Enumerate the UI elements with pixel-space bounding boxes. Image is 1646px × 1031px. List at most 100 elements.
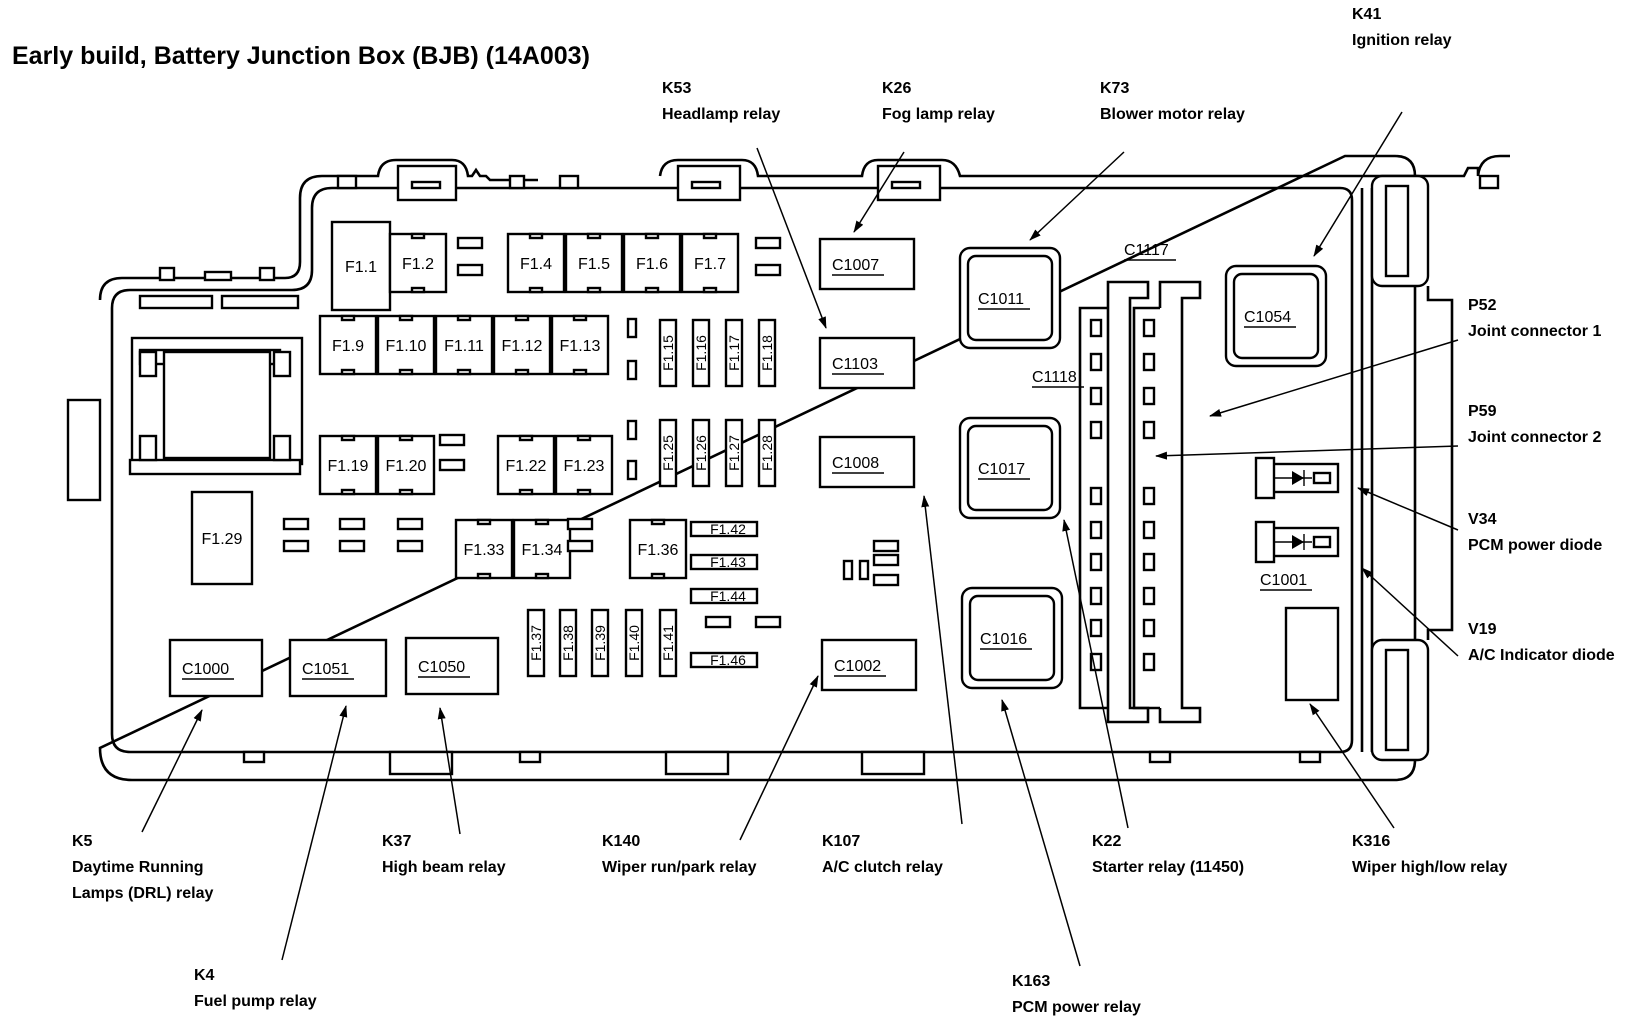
leader-arrow <box>141 709 203 833</box>
callout-code: K107 <box>822 833 860 850</box>
fuse-F1-26[interactable]: F1.26 <box>691 418 711 488</box>
fuse-F1-27[interactable]: F1.27 <box>724 418 744 488</box>
fuse-F1-12[interactable]: F1.12 <box>492 314 552 376</box>
fuse-F1-41[interactable]: F1.41 <box>658 608 678 678</box>
terminal-slot <box>396 539 424 553</box>
connector-label: C1007 <box>832 257 879 274</box>
connector-C1007[interactable]: C1007 <box>818 237 916 291</box>
connector-C1002[interactable]: C1002 <box>820 638 918 692</box>
callout-description: Wiper run/park relay <box>602 859 757 876</box>
terminal-slot <box>872 573 900 587</box>
callout-description: Joint connector 2 <box>1468 429 1601 446</box>
fuse-F1-18[interactable]: F1.18 <box>757 318 777 388</box>
fuse-F1-42[interactable]: F1.42 <box>689 520 759 538</box>
fuse-F1-19[interactable]: F1.19 <box>318 434 378 496</box>
connector-C1001[interactable]: C1001 <box>1260 572 1312 591</box>
connector-C1054[interactable]: C1054 <box>1224 264 1328 368</box>
fuse-F1-9[interactable]: F1.9 <box>318 314 378 376</box>
fuse-F1-40[interactable]: F1.40 <box>624 608 644 678</box>
connector-C1050[interactable]: C1050 <box>404 636 500 696</box>
fuse-label: F1.1 <box>345 259 377 276</box>
connector-C1051[interactable]: C1051 <box>288 638 388 698</box>
leader-arrow <box>756 147 827 329</box>
connector-C1118[interactable]: C1118 <box>1032 369 1084 388</box>
fuse-label: F1.18 <box>759 335 775 371</box>
fuse-label: F1.10 <box>386 338 427 355</box>
fuse-F1-25[interactable]: F1.25 <box>658 418 678 488</box>
callout-code: P52 <box>1468 297 1497 314</box>
fuse-label: F1.42 <box>710 521 746 537</box>
connector-label: C1103 <box>832 356 878 373</box>
fuse-F1-15[interactable]: F1.15 <box>658 318 678 388</box>
connector-C1103[interactable]: C1103 <box>818 336 916 390</box>
fuse-label: F1.33 <box>464 542 505 559</box>
terminal-slot <box>626 419 638 441</box>
connector-C1000[interactable]: C1000 <box>168 638 264 698</box>
connector-C1008[interactable]: C1008 <box>818 435 916 489</box>
connector-label: C1118 <box>1032 369 1077 386</box>
fuse-F1-20[interactable]: F1.20 <box>376 434 436 496</box>
connector-C1011[interactable]: C1011 <box>958 246 1062 350</box>
connector-label: C1051 <box>302 661 349 678</box>
callout-description: A/C Indicator diode <box>1468 647 1615 664</box>
callout-code: K316 <box>1352 833 1390 850</box>
c1001-block <box>1284 606 1340 702</box>
fuse-F1-17[interactable]: F1.17 <box>724 318 744 388</box>
leader-arrow <box>1155 445 1459 460</box>
terminal-slot <box>754 236 782 250</box>
leader-arrow <box>281 705 348 961</box>
fuse-label: F1.40 <box>626 625 642 661</box>
callout-code: K41 <box>1352 6 1381 23</box>
fuse-F1-39[interactable]: F1.39 <box>590 608 610 678</box>
fuse-F1-2[interactable]: F1.2 <box>388 232 448 294</box>
leader-arrow <box>1062 519 1129 829</box>
fuse-F1-38[interactable]: F1.38 <box>558 608 578 678</box>
diode-v34 <box>1254 456 1340 500</box>
fuse-F1-1[interactable]: F1.1 <box>330 220 392 312</box>
fuse-F1-13[interactable]: F1.13 <box>550 314 610 376</box>
callout-code: K37 <box>382 833 411 850</box>
fuse-label: F1.15 <box>660 335 676 371</box>
fuse-F1-46[interactable]: F1.46 <box>689 651 759 669</box>
fuse-F1-4[interactable]: F1.4 <box>506 232 566 294</box>
fuse-label: F1.22 <box>506 458 547 475</box>
connector-C1017[interactable]: C1017 <box>958 416 1062 520</box>
fuse-F1-33[interactable]: F1.33 <box>454 518 514 580</box>
leader-arrow <box>1309 703 1395 829</box>
fuse-F1-44[interactable]: F1.44 <box>689 587 759 605</box>
terminal-slot <box>704 615 732 629</box>
fuse-F1-43[interactable]: F1.43 <box>689 553 759 571</box>
connector-label: C1050 <box>418 659 465 676</box>
fuse-F1-28[interactable]: F1.28 <box>757 418 777 488</box>
fuse-F1-22[interactable]: F1.22 <box>496 434 556 496</box>
terminal-slot <box>282 539 310 553</box>
fuse-F1-36[interactable]: F1.36 <box>628 518 688 580</box>
connector-C1016[interactable]: C1016 <box>960 586 1064 690</box>
fuse-label: F1.13 <box>560 338 601 355</box>
callout-description: A/C clutch relay <box>822 859 943 876</box>
fuse-F1-5[interactable]: F1.5 <box>564 232 624 294</box>
callout-description: Starter relay (11450) <box>1092 859 1244 876</box>
connector-label: C1054 <box>1244 309 1291 326</box>
fuse-label: F1.9 <box>332 338 364 355</box>
fuse-F1-34[interactable]: F1.34 <box>512 518 572 580</box>
terminal-slot <box>754 263 782 277</box>
fuse-F1-10[interactable]: F1.10 <box>376 314 436 376</box>
callout-description: Wiper high/low relay <box>1352 859 1508 876</box>
connector-C1117[interactable]: C1117 <box>1124 242 1176 261</box>
fuse-F1-11[interactable]: F1.11 <box>434 314 494 376</box>
terminal-slot <box>566 539 594 553</box>
fuse-F1-29[interactable]: F1.29 <box>190 490 254 586</box>
fuse-F1-23[interactable]: F1.23 <box>554 434 614 496</box>
fuse-F1-7[interactable]: F1.7 <box>680 232 740 294</box>
fuse-F1-16[interactable]: F1.16 <box>691 318 711 388</box>
fuse-label: F1.38 <box>560 625 576 661</box>
fuse-F1-6[interactable]: F1.6 <box>622 232 682 294</box>
fuse-F1-37[interactable]: F1.37 <box>526 608 546 678</box>
terminal-slot <box>282 517 310 531</box>
